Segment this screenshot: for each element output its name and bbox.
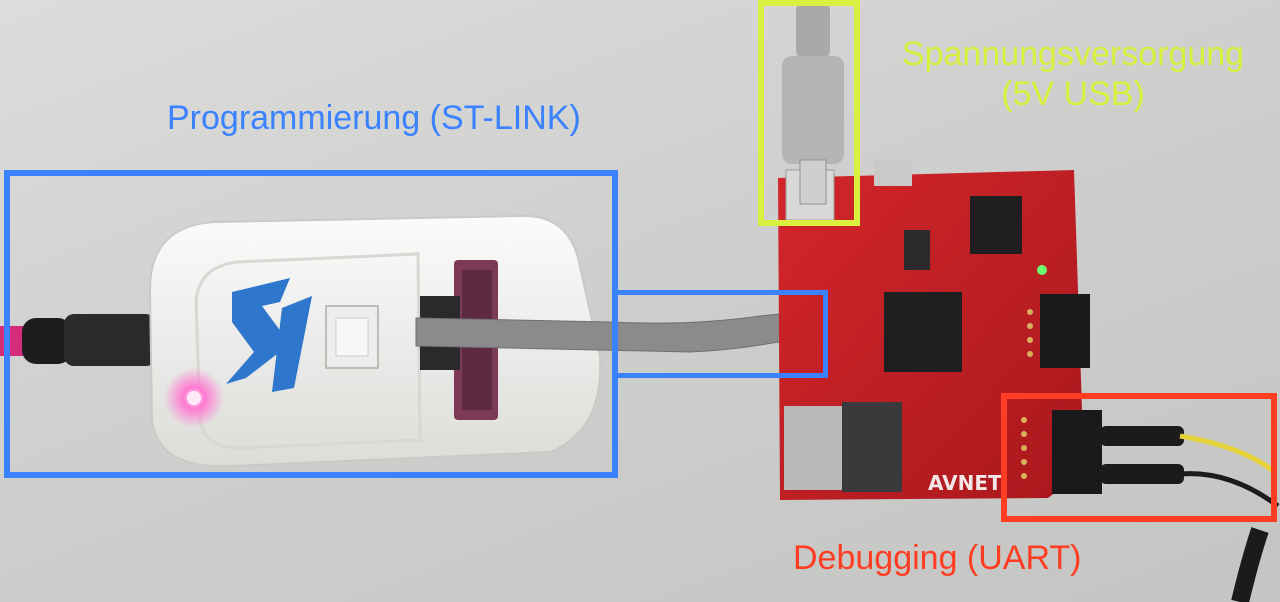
chip-u7 xyxy=(970,196,1022,254)
power-label-line2: (5V USB) xyxy=(1001,75,1145,113)
header-cn2 xyxy=(1040,294,1090,368)
power-label: Spannungsversorgung (5V USB) xyxy=(868,34,1278,114)
st-logo xyxy=(226,278,312,392)
power-callout-box xyxy=(758,0,860,226)
board-brand-text: AVNET xyxy=(928,471,1002,495)
header-cn1 xyxy=(1052,410,1102,494)
chip-mcu xyxy=(884,292,962,372)
programming-label: Programmierung (ST-LINK) xyxy=(167,99,581,137)
programming-link-box xyxy=(612,290,828,378)
programming-callout-box xyxy=(4,170,618,478)
halo-magnetics xyxy=(842,402,902,492)
usb-cable-top xyxy=(782,0,844,205)
debugging-label: Debugging (UART) xyxy=(793,539,1082,577)
uart-wires xyxy=(1100,426,1280,602)
power-label-line1: Spannungsversorgung xyxy=(901,35,1245,73)
avnet-board: AVNET xyxy=(778,160,1102,500)
usb-cable-left xyxy=(0,314,156,366)
debugging-callout-box xyxy=(1001,393,1277,522)
